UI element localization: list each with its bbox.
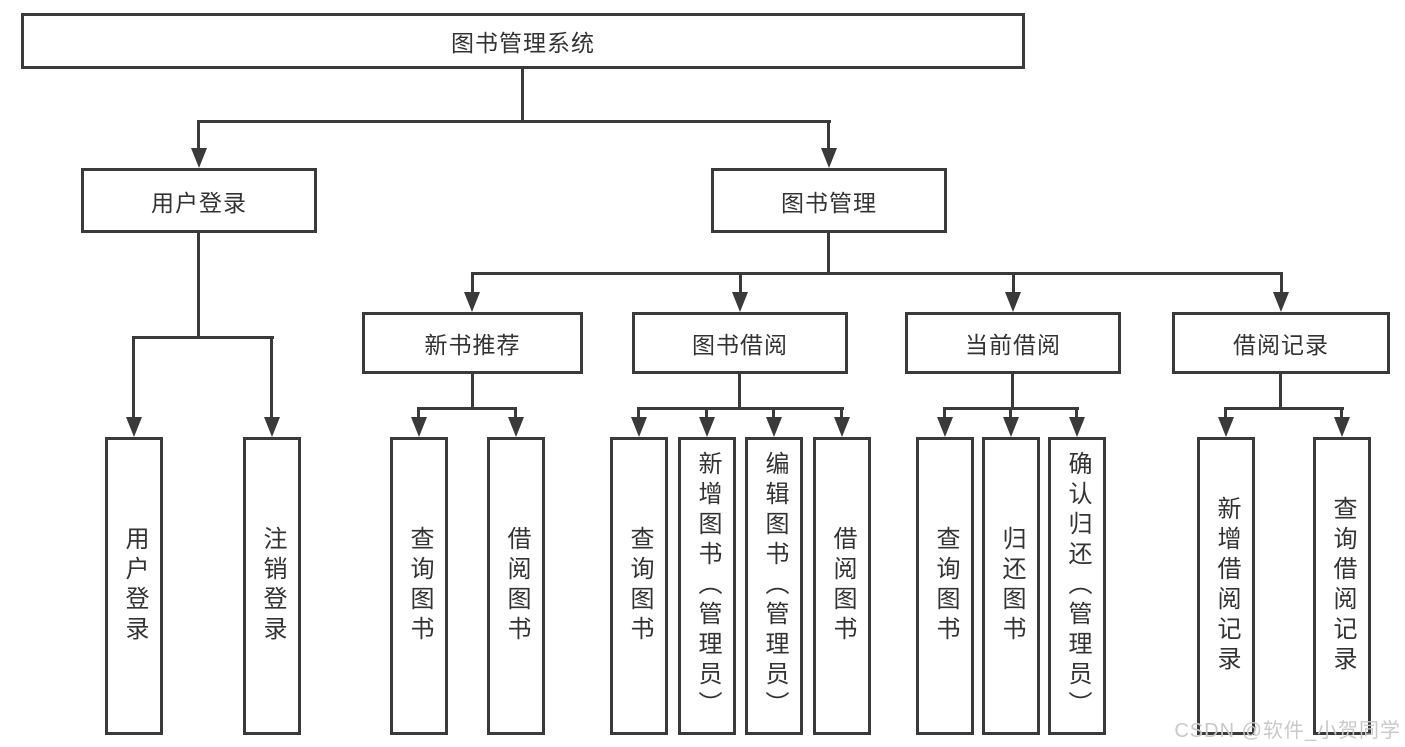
leaf-records-query-record: 查询借阅记录	[1313, 437, 1371, 735]
arrowhead-down-icon	[1218, 417, 1234, 437]
arrowhead-down-icon	[411, 417, 427, 437]
node-user-login: 用户登录	[81, 168, 317, 233]
leaf-newbooks-borrow-books: 借阅图书	[487, 437, 545, 735]
node-current-borrowing: 当前借阅	[905, 312, 1121, 374]
leaf-current-query-books: 查询图书	[916, 437, 974, 735]
leaf-records-add-record: 新增借阅记录	[1197, 437, 1255, 735]
connector-line	[417, 407, 420, 421]
connector-line	[827, 120, 830, 152]
leaf-label: 查询图书	[626, 526, 653, 646]
node-book-borrowing: 图书借阅	[632, 312, 848, 374]
arrowhead-down-icon	[464, 292, 480, 312]
leaf-borrowing-edit-books-admin: 编辑图书（管理员）	[745, 437, 803, 735]
connector-line	[1012, 272, 1015, 296]
arrowhead-down-icon	[1005, 292, 1021, 312]
connector-line	[739, 272, 742, 296]
connector-line	[132, 336, 135, 421]
arrowhead-down-icon	[821, 148, 837, 168]
arrowhead-down-icon	[1273, 292, 1289, 312]
connector-line	[132, 336, 274, 339]
connector-line	[471, 272, 474, 296]
arrowhead-down-icon	[191, 148, 207, 168]
connector-line	[1340, 407, 1343, 421]
arrowhead-down-icon	[834, 417, 850, 437]
leaf-label: 确认归还（管理员）	[1064, 451, 1091, 721]
connector-line	[270, 336, 273, 421]
connector-line	[840, 407, 843, 421]
connector-line	[1075, 407, 1078, 421]
arrowhead-down-icon	[1003, 417, 1019, 437]
leaf-label: 归还图书	[998, 526, 1025, 646]
arrowhead-down-icon	[937, 417, 953, 437]
leaf-label: 查询图书	[932, 526, 959, 646]
connector-line	[637, 407, 640, 421]
connector-line	[827, 233, 830, 275]
arrowhead-down-icon	[126, 417, 142, 437]
csdn-watermark: CSDN @软件_小贺同学	[1174, 720, 1401, 742]
leaf-borrowing-borrow-books: 借阅图书	[813, 437, 871, 735]
node-borrowing-records: 借阅记录	[1172, 312, 1390, 374]
connector-line	[471, 272, 1283, 275]
leaf-label: 用户登录	[121, 526, 148, 646]
leaf-label: 编辑图书（管理员）	[761, 451, 788, 721]
connector-line	[637, 407, 844, 410]
leaf-logout: 注销登录	[243, 437, 301, 735]
leaf-label: 借阅图书	[829, 526, 856, 646]
connector-line	[471, 374, 474, 410]
connector-line	[943, 407, 946, 421]
leaf-newbooks-query-books: 查询图书	[390, 437, 448, 735]
connector-line	[514, 407, 517, 421]
connector-line	[1011, 374, 1014, 410]
arrowhead-down-icon	[732, 292, 748, 312]
connector-line	[197, 233, 200, 339]
arrowhead-down-icon	[264, 417, 280, 437]
connector-line	[521, 69, 524, 123]
arrowhead-down-icon	[766, 417, 782, 437]
leaf-current-confirm-return-admin: 确认归还（管理员）	[1048, 437, 1106, 735]
arrowhead-down-icon	[1334, 417, 1350, 437]
leaf-borrowing-add-books-admin: 新增图书（管理员）	[678, 437, 736, 735]
leaf-label: 查询图书	[406, 526, 433, 646]
connector-line	[197, 120, 200, 152]
connector-line	[417, 407, 517, 410]
node-root: 图书管理系统	[21, 13, 1025, 69]
leaf-label: 查询借阅记录	[1329, 496, 1356, 676]
connector-line	[738, 374, 741, 410]
leaf-label: 新增图书（管理员）	[694, 451, 721, 721]
connector-line	[197, 120, 831, 123]
connector-line	[1224, 407, 1344, 410]
arrowhead-down-icon	[631, 417, 647, 437]
arrowhead-down-icon	[508, 417, 524, 437]
leaf-label: 新增借阅记录	[1213, 496, 1240, 676]
leaf-borrowing-query-books: 查询图书	[610, 437, 668, 735]
leaf-label: 借阅图书	[503, 526, 530, 646]
arrowhead-down-icon	[699, 417, 715, 437]
connector-line	[1279, 374, 1282, 410]
connector-line	[1280, 272, 1283, 296]
leaf-label: 注销登录	[259, 526, 286, 646]
connector-line	[772, 407, 775, 421]
node-book-management: 图书管理	[711, 168, 947, 233]
arrowhead-down-icon	[1069, 417, 1085, 437]
leaf-current-return-books: 归还图书	[982, 437, 1040, 735]
leaf-user-login: 用户登录	[105, 437, 163, 735]
connector-line	[705, 407, 708, 421]
connector-line	[1009, 407, 1012, 421]
node-new-book-recommend: 新书推荐	[362, 312, 583, 374]
connector-line	[1224, 407, 1227, 421]
